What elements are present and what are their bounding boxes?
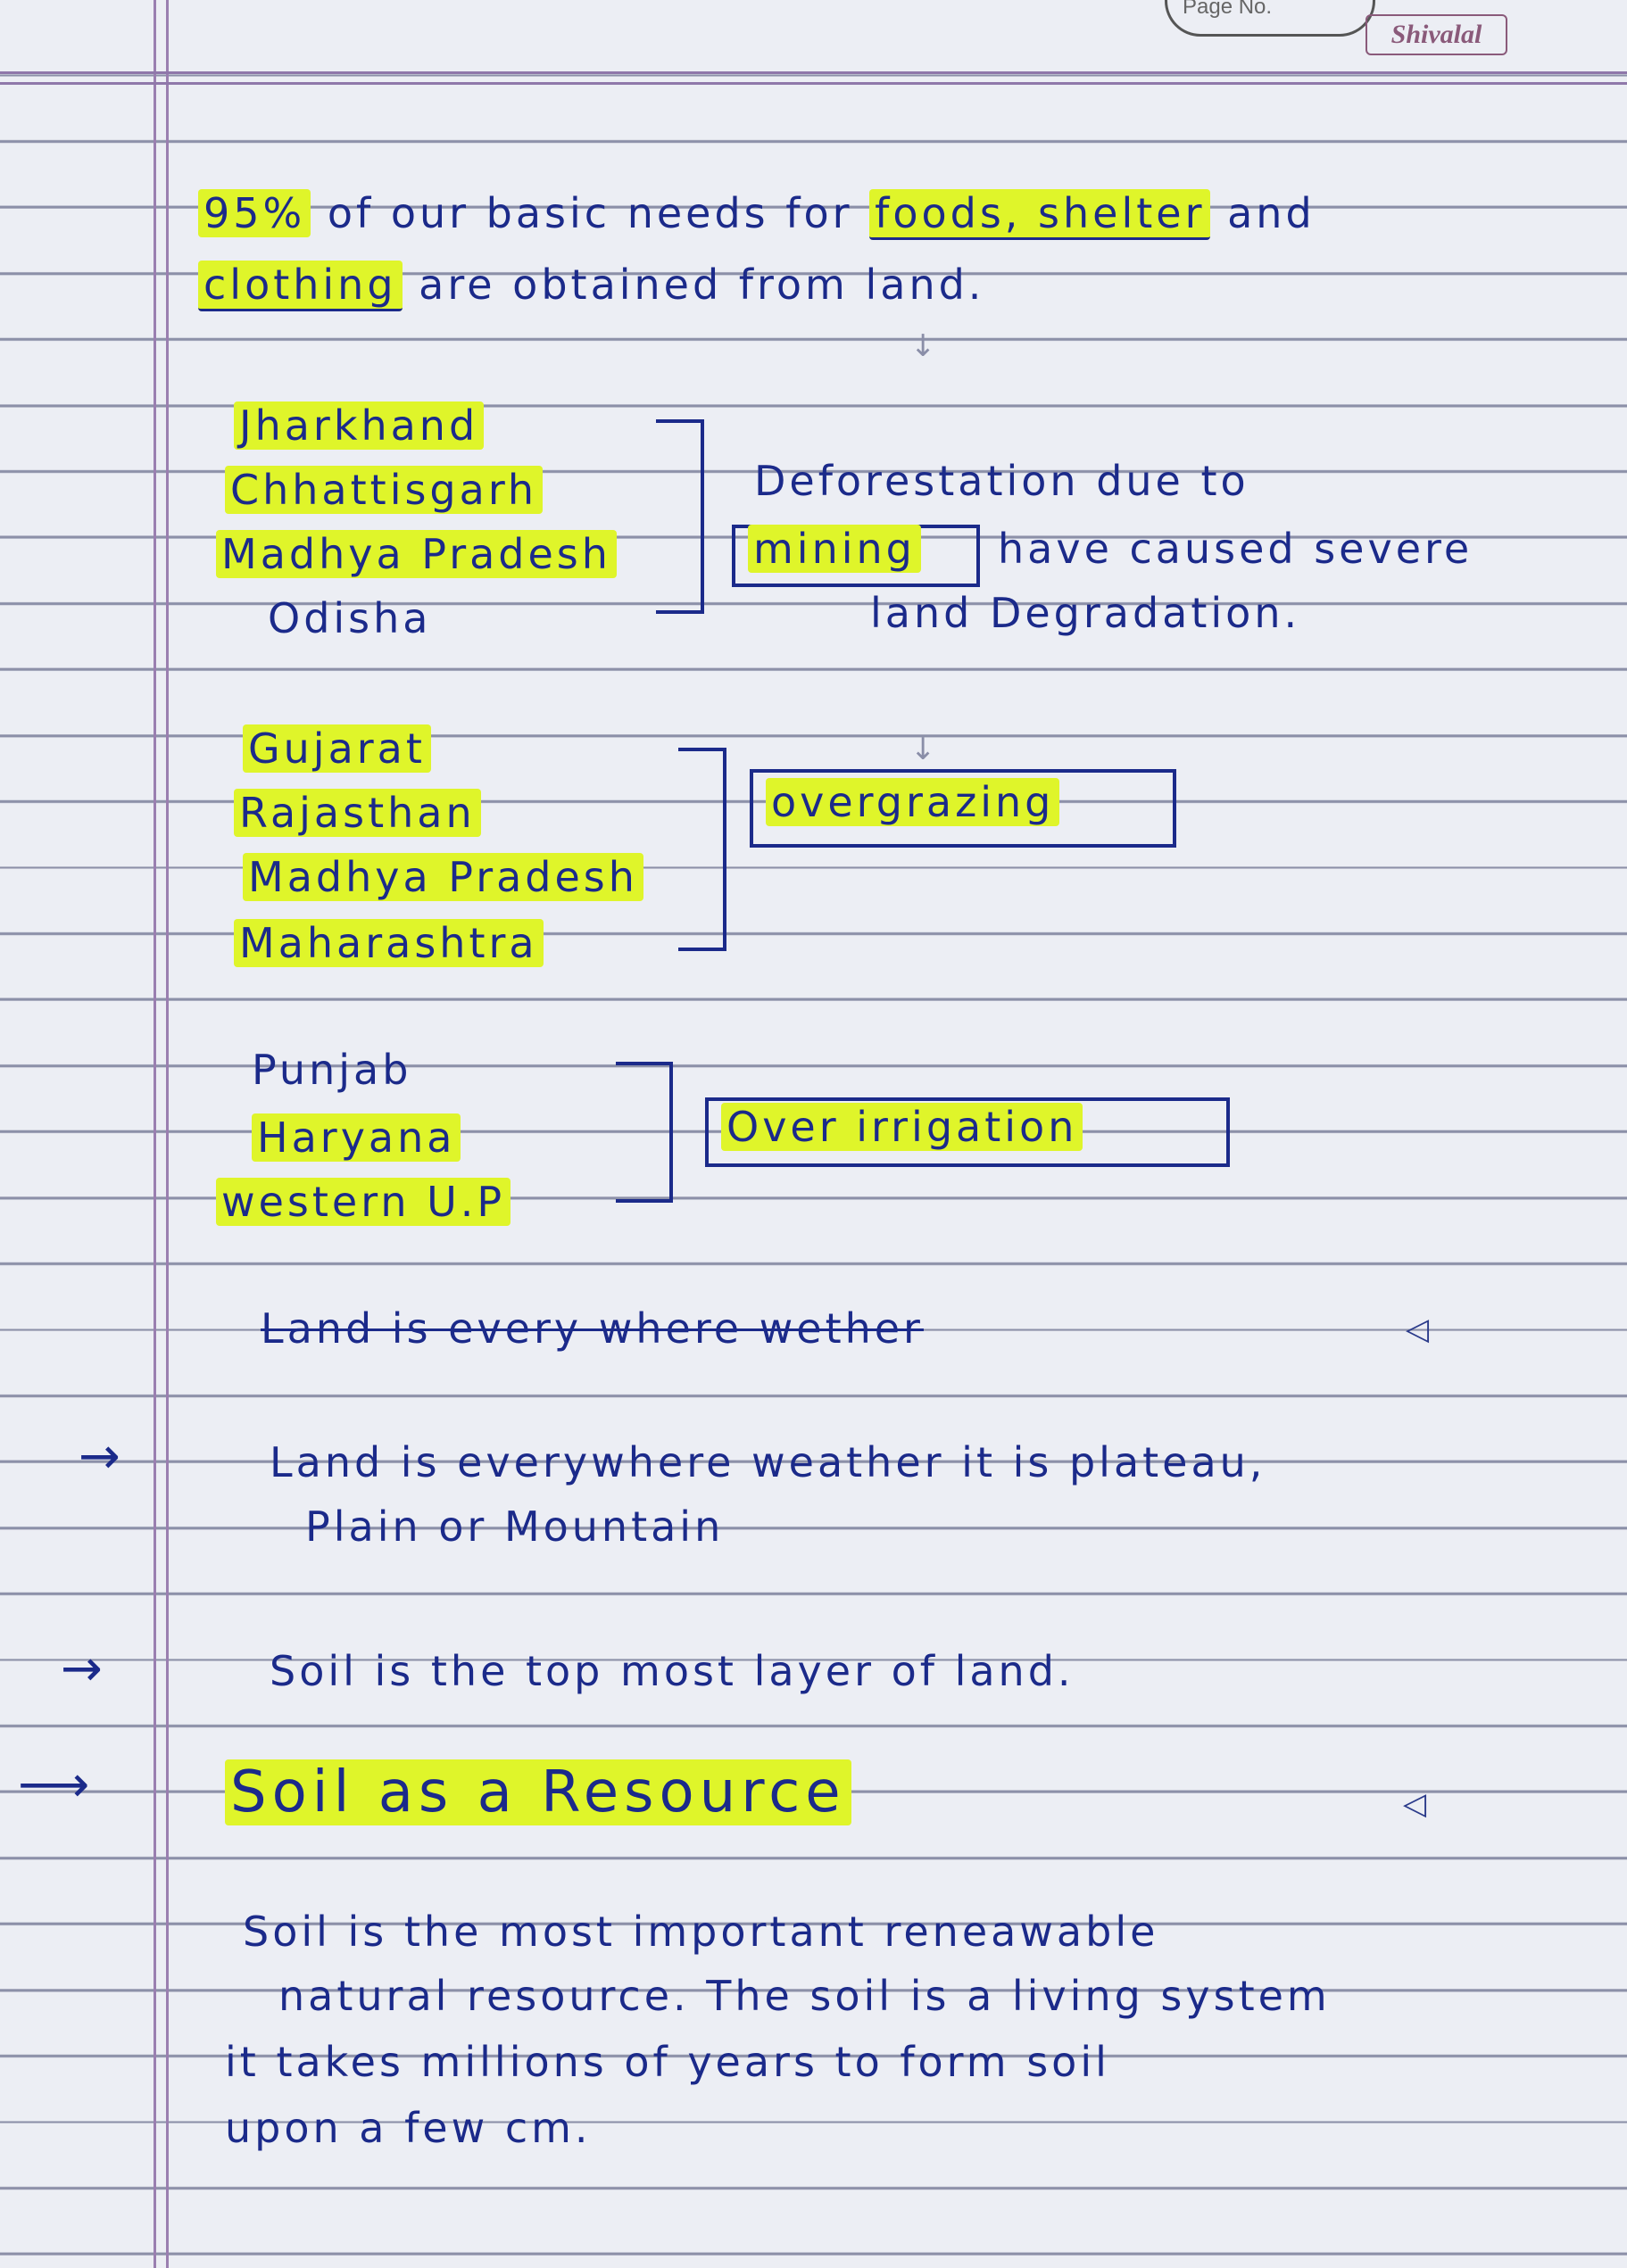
arrow-icon: → <box>61 1640 103 1698</box>
triangle-mark-icon: ◁ <box>1406 1312 1430 1347</box>
highlight: foods, shelter <box>869 189 1211 240</box>
state-item: Rajasthan <box>234 789 481 837</box>
cause-line: land Degradation. <box>870 589 1301 637</box>
cause-highlight: Over irrigation <box>721 1103 1083 1151</box>
brand-logo: Shivalal <box>1366 14 1507 55</box>
bracket <box>616 1062 673 1203</box>
body-line: it takes millions of years to form soil <box>225 2038 1110 2086</box>
intro-line-1: 95% of our basic needs for foods, shelte… <box>198 189 1316 240</box>
down-arrow-icon: ↓ <box>910 328 936 364</box>
body-line: Soil is the most important reneawable <box>243 1908 1159 1956</box>
state-item: Haryana <box>252 1113 461 1162</box>
bracket-box <box>750 769 1176 848</box>
cause-highlight: mining <box>748 525 921 573</box>
margin-line <box>154 0 156 2268</box>
state-item: Odisha <box>268 594 432 642</box>
margin-line <box>166 0 169 2268</box>
arrow-icon: → <box>79 1428 120 1486</box>
point-text: Land is everywhere weather it is plateau… <box>270 1438 1266 1486</box>
state-item: Gujarat <box>243 724 431 773</box>
cause-highlight: overgrazing <box>766 778 1060 826</box>
intro-line-2: clothing are obtained from land. <box>198 261 985 311</box>
highlight: 95% <box>198 189 311 237</box>
highlight: clothing <box>198 261 403 311</box>
bold-arrow-icon: ⟶ <box>18 1756 90 1814</box>
bracket <box>656 419 704 614</box>
state-item: Punjab <box>252 1046 412 1094</box>
state-item: Madhya Pradesh <box>216 530 617 578</box>
state-item: western U.P <box>216 1178 511 1226</box>
bracket <box>678 748 726 951</box>
header-line <box>0 82 1627 85</box>
text: are obtained from land. <box>419 261 985 309</box>
struck-text: Land is every where wether <box>261 1304 924 1353</box>
body-line: upon a few cm. <box>225 2104 592 2152</box>
point-text: Plain or Mountain <box>305 1502 725 1551</box>
section-heading: Soil as a Resource <box>225 1759 851 1825</box>
text: and <box>1227 189 1316 237</box>
bracket-box <box>705 1097 1230 1167</box>
body-line: natural resource. The soil is a living s… <box>278 1972 1331 2020</box>
triangle-mark-icon: ◁ <box>1403 1786 1427 1822</box>
point-text: Soil is the top most layer of land. <box>270 1647 1075 1695</box>
text: of our basic needs for <box>327 189 853 237</box>
page-number-label: Page No. <box>1183 0 1273 19</box>
state-item: Madhya Pradesh <box>243 853 643 901</box>
down-arrow-icon: ↓ <box>910 732 936 767</box>
state-item: Chhattisgarh <box>225 466 544 514</box>
state-item: Maharashtra <box>234 919 544 967</box>
cause-line: have caused severe <box>998 525 1473 573</box>
cause-line: Deforestation due to <box>754 457 1249 505</box>
header-line <box>0 71 1627 74</box>
state-item: Jharkhand <box>234 401 485 450</box>
